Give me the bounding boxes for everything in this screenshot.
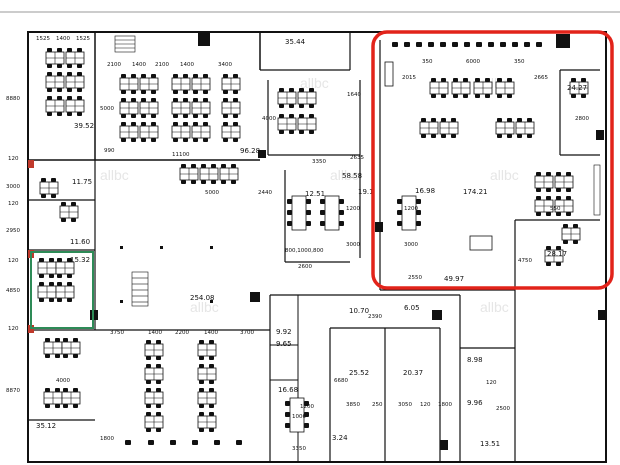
area-label: 11.75	[72, 178, 92, 186]
area-label: 35.12	[36, 422, 56, 430]
area-label: 15.32	[70, 256, 90, 264]
area-label: 19.1	[358, 188, 374, 196]
dimension-label: 1200	[300, 404, 314, 410]
dimension-label: 8880	[6, 96, 20, 102]
dimension-label: 120	[8, 156, 19, 162]
dimension-label: 1640	[347, 92, 361, 98]
dimension-label: 1200	[346, 206, 360, 212]
highlight-frame	[371, 30, 614, 290]
watermark-text: allbc	[300, 75, 329, 91]
walls	[0, 11, 620, 463]
area-label: 28.17	[547, 250, 567, 258]
dimension-label: 4000	[56, 378, 70, 384]
area-label: 12.51	[305, 190, 325, 198]
dimension-label: 1400	[148, 330, 162, 336]
area-label: 6.05	[404, 304, 420, 312]
dimension-label: 1400	[56, 36, 70, 42]
watermark-text: allbc	[330, 167, 359, 183]
dimension-label: 1400	[180, 62, 194, 68]
area-label: 25.52	[349, 369, 369, 377]
area-label: 16.98	[415, 187, 435, 195]
dimension-label: 1800	[100, 436, 114, 442]
area-label: 20.37	[403, 369, 423, 377]
dimension-label: 250	[372, 402, 383, 408]
area-labels: 35.44 39.52 96.28 11.75 11.60 15.32 58.5…	[36, 38, 587, 448]
dimension-label: 2950	[6, 228, 20, 234]
dimension-label: 1800	[438, 402, 452, 408]
dimension-label: 2390	[368, 314, 382, 320]
dimension-label: 3000	[404, 242, 418, 248]
dimension-label: 2665	[534, 75, 548, 81]
selected-room-frame	[30, 251, 94, 329]
dimension-label: 350	[422, 59, 433, 65]
dimension-label: 2635	[350, 155, 364, 161]
area-label: 35.44	[285, 38, 306, 46]
area-label: 39.52	[74, 122, 94, 130]
dimension-label: 5000	[100, 106, 114, 112]
dimension-label: 120	[8, 258, 19, 264]
dimension-label: 2800	[575, 116, 589, 122]
area-label: 9.92	[276, 328, 292, 336]
dimension-label: 2500	[496, 406, 510, 412]
dimension-label: 4000	[262, 116, 276, 122]
dimension-label: 3050	[398, 402, 412, 408]
dimension-label: 2550	[408, 275, 422, 281]
dimension-label: 120	[420, 402, 431, 408]
dimension-label: 3000	[6, 184, 20, 190]
dimension-label: 3700	[240, 330, 254, 336]
area-label: 11.60	[70, 238, 90, 246]
dimension-label: 2015	[402, 75, 416, 81]
dimension-label: 120	[8, 201, 19, 207]
dimension-label: 6680	[334, 378, 348, 384]
area-label: 3.24	[332, 434, 348, 442]
area-label: 174.21	[463, 188, 488, 196]
dimension-label: 3000	[346, 242, 360, 248]
dimension-label: 2100	[155, 62, 169, 68]
dimension-label: 550	[550, 206, 561, 212]
dimension-label: 1525	[36, 36, 50, 42]
area-label: 96.28	[240, 147, 260, 155]
dimension-label: 2440	[258, 190, 272, 196]
dimension-label: 3350	[292, 446, 306, 452]
area-label: 13.51	[480, 440, 500, 448]
dimension-label: 1000	[292, 414, 306, 420]
dimension-label: 120	[486, 380, 497, 386]
dimension-label: 3850	[346, 402, 360, 408]
dimension-label: 3400	[218, 62, 232, 68]
dimension-label: 1200	[404, 206, 418, 212]
watermark-text: allbc	[480, 299, 509, 315]
dimension-label: 2200	[175, 330, 189, 336]
area-label: 49.97	[444, 275, 464, 283]
area-label: 58.58	[342, 172, 362, 180]
dimension-label: 4850	[6, 288, 20, 294]
dimension-label: 8870	[6, 388, 20, 394]
dimension-label: 2600	[298, 264, 312, 270]
area-label: 8.98	[467, 356, 483, 364]
watermark-text: allbc	[100, 167, 129, 183]
dimension-label: 1400	[132, 62, 146, 68]
area-label: 10.70	[349, 307, 369, 315]
dimension-label: 990	[104, 148, 115, 154]
area-label: 9.96	[467, 399, 483, 407]
dimension-label: 3750	[110, 330, 124, 336]
dimension-label: 5000	[205, 190, 219, 196]
area-label: 16.68	[278, 386, 298, 394]
dimension-label: 6000	[466, 59, 480, 65]
dimension-label: 350	[514, 59, 525, 65]
furniture	[37, 42, 601, 445]
dimension-label: 1525	[76, 36, 90, 42]
dimension-label: 11100	[172, 152, 190, 158]
dimension-label: 800,1000,800	[285, 248, 324, 254]
dimension-label: 4750	[518, 258, 532, 264]
area-label: 24.27	[567, 84, 587, 92]
dimension-label: 3350	[312, 159, 326, 165]
area-label: 254.08	[190, 294, 215, 302]
dimension-label: 120	[8, 326, 19, 332]
watermark-text: allbc	[490, 167, 519, 183]
dimension-label: 1400	[204, 330, 218, 336]
area-label: 9.65	[276, 340, 292, 348]
dimension-labels: 1525 1400 1525 2100 1400 2100 1400 3400 …	[6, 36, 589, 452]
dimension-label: 2100	[107, 62, 121, 68]
